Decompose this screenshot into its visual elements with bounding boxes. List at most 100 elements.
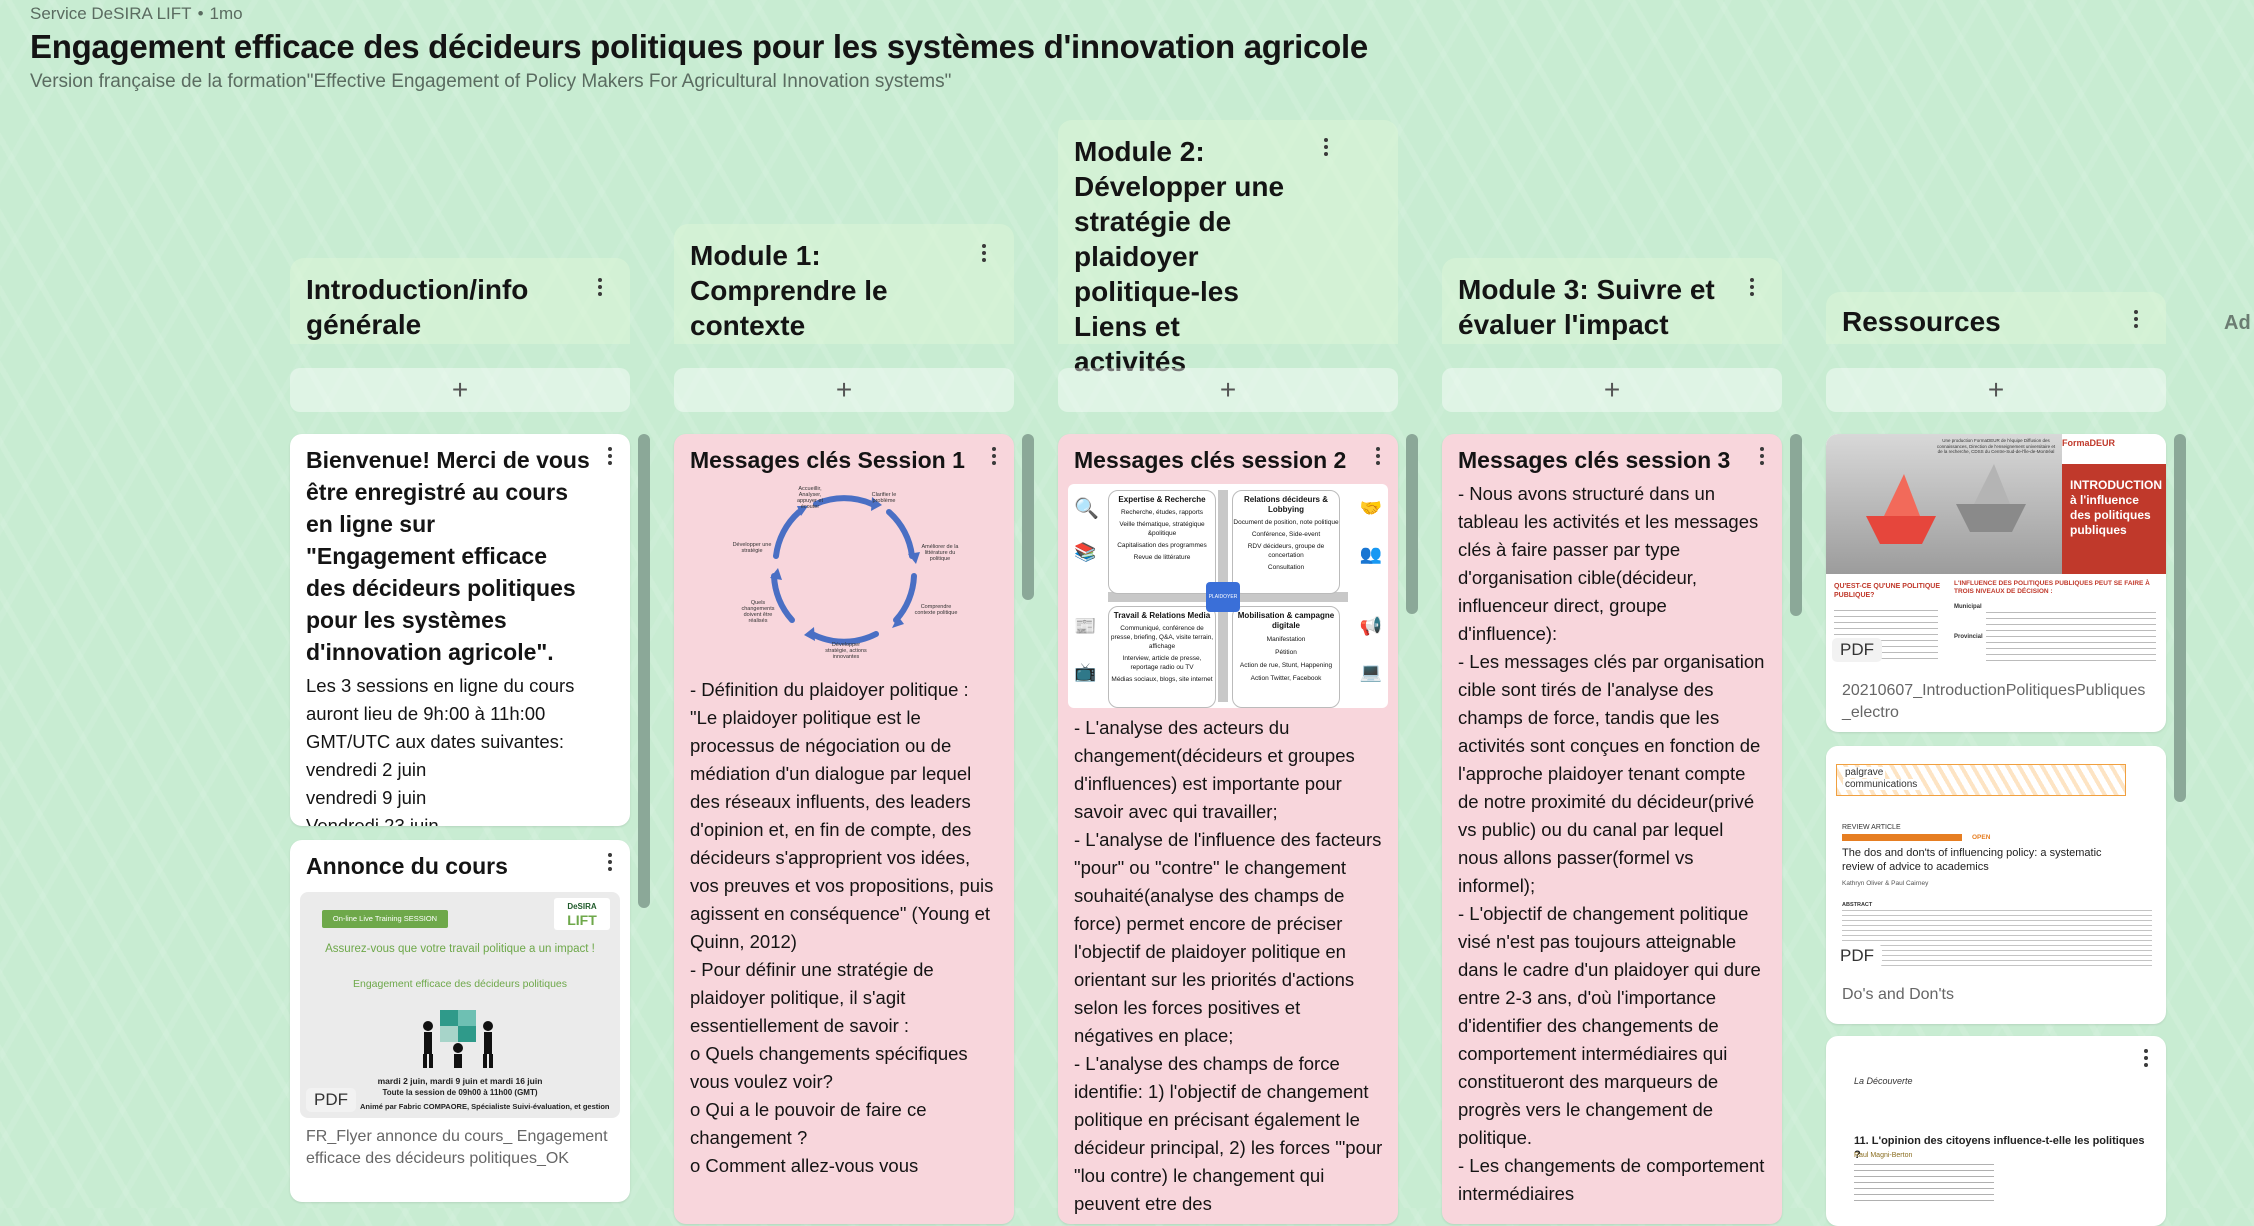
devices-icon: 💻 bbox=[1359, 662, 1382, 682]
board-title: Engagement efficace des décideurs politi… bbox=[30, 28, 1368, 65]
column-scrollbar[interactable] bbox=[1022, 434, 1034, 600]
post-title: Annonce du cours bbox=[306, 853, 508, 879]
column-header: Introduction/info générale bbox=[290, 258, 630, 344]
flyer-attachment[interactable]: On-line Live Training SESSION DeSIRA LIF… bbox=[300, 892, 620, 1118]
quadrant-line: Veille thématique, stratégique &politiqu… bbox=[1119, 521, 1205, 537]
column-title: Module 3: Suivre et évaluer l'impact bbox=[1458, 274, 1715, 340]
cycle-label: Développer stratégie, actions innovantes bbox=[825, 642, 867, 660]
post-card-session-2[interactable]: Messages clés session 2 Expertise & Rech… bbox=[1058, 434, 1398, 1224]
flyer-time: Toute la session de 09h00 à 11h00 (GMT) bbox=[382, 1088, 538, 1097]
column-scrollbar[interactable] bbox=[1790, 434, 1802, 616]
add-post-button[interactable]: + bbox=[674, 368, 1014, 412]
post-menu-icon[interactable] bbox=[1368, 444, 1388, 468]
quadrant-line: Pétition bbox=[1275, 649, 1297, 656]
books-icon: 📚 bbox=[1074, 542, 1097, 562]
column-menu-icon[interactable] bbox=[2124, 304, 2148, 334]
doc-tagline: Une production FormaDEUR de l'équipe Dif… bbox=[1936, 438, 2056, 454]
pdf-badge: PDF bbox=[1832, 944, 1882, 968]
chapter-author: Raul Magni-Berton bbox=[1854, 1152, 1913, 1159]
column-header: Module 3: Suivre et évaluer l'impact bbox=[1442, 258, 1782, 344]
quadrant-title: Travail & Relations Media bbox=[1113, 611, 1211, 620]
quadrant-title: Expertise & Recherche bbox=[1118, 495, 1206, 504]
people-puzzle-icon bbox=[418, 996, 502, 1074]
post-menu-icon[interactable] bbox=[2136, 1046, 2156, 1070]
quadrant-box: Relations décideurs & Lobbying Document … bbox=[1232, 490, 1340, 594]
column-title: Ressources bbox=[1842, 306, 2001, 337]
pdf-badge: PDF bbox=[1832, 638, 1882, 662]
document-preview[interactable]: palgrave communications REVIEW ARTICLE O… bbox=[1826, 746, 2166, 980]
doc-question: QU'EST-CE QU'UNE POLITIQUE PUBLIQUE? bbox=[1834, 583, 1941, 599]
board-header: Service DeSIRA LIFT•1mo Engagement effic… bbox=[30, 4, 2224, 94]
journal-brand-bottom: communications bbox=[1843, 779, 1920, 790]
column-scrollbar[interactable] bbox=[2174, 434, 2186, 802]
document-preview[interactable]: Une production FormaDEUR de l'équipe Dif… bbox=[1826, 434, 2166, 672]
post-card-resource-intro[interactable]: Une production FormaDEUR de l'équipe Dif… bbox=[1826, 434, 2166, 732]
quadrant-line: Action Twitter, Facebook bbox=[1250, 675, 1322, 682]
post-card-resource-opinion[interactable]: La Découverte 11. L'opinion des citoyens… bbox=[1826, 1036, 2166, 1226]
post-menu-icon[interactable] bbox=[600, 850, 620, 874]
post-body: - Nous avons structuré dans un tableau l… bbox=[1458, 483, 1765, 1204]
post-card-session-3[interactable]: Messages clés session 3 - Nous avons str… bbox=[1442, 434, 1782, 1224]
post-menu-icon[interactable] bbox=[600, 444, 620, 468]
quadrant-box: Mobilisation & campagne digitale Manifes… bbox=[1232, 606, 1340, 708]
quadrant-line: Médias sociaux, blogs, site internet bbox=[1111, 676, 1213, 683]
post-card-session-1[interactable]: Messages clés Session 1 bbox=[674, 434, 1014, 1224]
doc-level: Municipal bbox=[1954, 604, 1982, 610]
cycle-label: Comprendre contexte politique bbox=[914, 604, 958, 616]
article-heading: The dos and don'ts of influencing policy… bbox=[1842, 847, 2102, 873]
post-title: Bienvenue! Merci de vous être enregistré… bbox=[306, 447, 590, 665]
quadrant-line: Recherche, études, rapports bbox=[1120, 509, 1204, 516]
post-title: Messages clés session 2 bbox=[1074, 447, 1347, 473]
post-body: Les 3 sessions en ligne du cours auront … bbox=[306, 675, 575, 826]
column-header: Module 2: Développer une stratégie de pl… bbox=[1058, 120, 1398, 377]
post-card-welcome[interactable]: Bienvenue! Merci de vous être enregistré… bbox=[290, 434, 630, 826]
attachment-filename[interactable]: FR_Flyer annonce du cours_ Engagement ef… bbox=[306, 1128, 608, 1167]
column-scrollbar[interactable] bbox=[638, 434, 650, 908]
doc-text-lines bbox=[1986, 612, 2156, 662]
handshake-icon: 🤝 bbox=[1359, 498, 1382, 518]
add-post-button[interactable]: + bbox=[1058, 368, 1398, 412]
add-post-button[interactable]: + bbox=[1826, 368, 2166, 412]
flyer-dates: mardi 2 juin, mardi 9 juin et mardi 16 j… bbox=[377, 1076, 543, 1086]
column-header: Module 1: Comprendre le contexte bbox=[674, 224, 1014, 344]
quadrant-line: Manifestation bbox=[1266, 636, 1306, 643]
column-menu-icon[interactable] bbox=[588, 272, 612, 302]
advocacy-center-icon: PLAIDOYER bbox=[1206, 582, 1240, 612]
author-name[interactable]: Service DeSIRA LIFT bbox=[30, 4, 192, 23]
quadrant-title: Mobilisation & campagne digitale bbox=[1237, 611, 1335, 630]
tv-icon: 📺 bbox=[1074, 662, 1097, 682]
add-post-button[interactable]: + bbox=[290, 368, 630, 412]
publisher-logo: La Découverte bbox=[1854, 1076, 1913, 1086]
attachment-filename[interactable]: Do's and Don'ts bbox=[1842, 986, 1954, 1003]
column-scrollbar[interactable] bbox=[1406, 434, 1418, 614]
flyer-badge: On-line Live Training SESSION bbox=[322, 910, 448, 928]
advocacy-cycle-diagram[interactable]: Accueillir, Analyser, appuyer et écouter… bbox=[684, 484, 1004, 660]
paper-boats-image: Une production FormaDEUR de l'équipe Dif… bbox=[1826, 434, 2062, 574]
add-post-button[interactable]: + bbox=[1442, 368, 1782, 412]
quadrant-title: Relations décideurs & Lobbying bbox=[1243, 495, 1329, 514]
open-badge: OPEN bbox=[1972, 834, 1991, 841]
journal-brand-top: palgrave bbox=[1843, 767, 1886, 778]
doc-right-head: L'INFLUENCE DES POLITIQUES PUBLIQUES PEU… bbox=[1954, 580, 2150, 595]
column-title: Module 2: Développer une stratégie de pl… bbox=[1074, 136, 1285, 377]
strategy-quadrant-diagram[interactable]: Expertise & Recherche Recherche, études,… bbox=[1068, 484, 1388, 708]
flyer-course: Engagement efficace des décideurs politi… bbox=[352, 978, 568, 990]
article-kind: REVIEW ARTICLE bbox=[1842, 824, 1901, 831]
add-column-button[interactable]: Ad bbox=[2224, 312, 2251, 334]
column-menu-icon[interactable] bbox=[1314, 132, 1338, 162]
flyer-logo: DeSIRA LIFT bbox=[554, 898, 610, 930]
post-card-resource-dos-donts[interactable]: palgrave communications REVIEW ARTICLE O… bbox=[1826, 746, 2166, 1024]
pdf-badge: PDF bbox=[306, 1088, 356, 1112]
quadrant-box: Travail & Relations Media Communiqué, co… bbox=[1108, 606, 1216, 708]
quadrant-line: Document de position, note politique bbox=[1233, 519, 1339, 526]
magnifier-icon: 🔍 bbox=[1074, 498, 1099, 520]
post-card-announcement[interactable]: Annonce du cours On-line Live Training S… bbox=[290, 840, 630, 1202]
quadrant-line: Action de rue, Stunt, Happening bbox=[1239, 662, 1333, 669]
post-menu-icon[interactable] bbox=[984, 444, 1004, 468]
attachment-filename[interactable]: 20210607_IntroductionPolitiquesPubliques… bbox=[1842, 682, 2146, 721]
quadrant-line: Communiqué, conférence de presse, briefi… bbox=[1110, 625, 1214, 650]
doc-text-lines bbox=[1842, 910, 2152, 968]
post-menu-icon[interactable] bbox=[1752, 444, 1772, 468]
column-menu-icon[interactable] bbox=[1740, 272, 1764, 302]
column-menu-icon[interactable] bbox=[972, 238, 996, 268]
